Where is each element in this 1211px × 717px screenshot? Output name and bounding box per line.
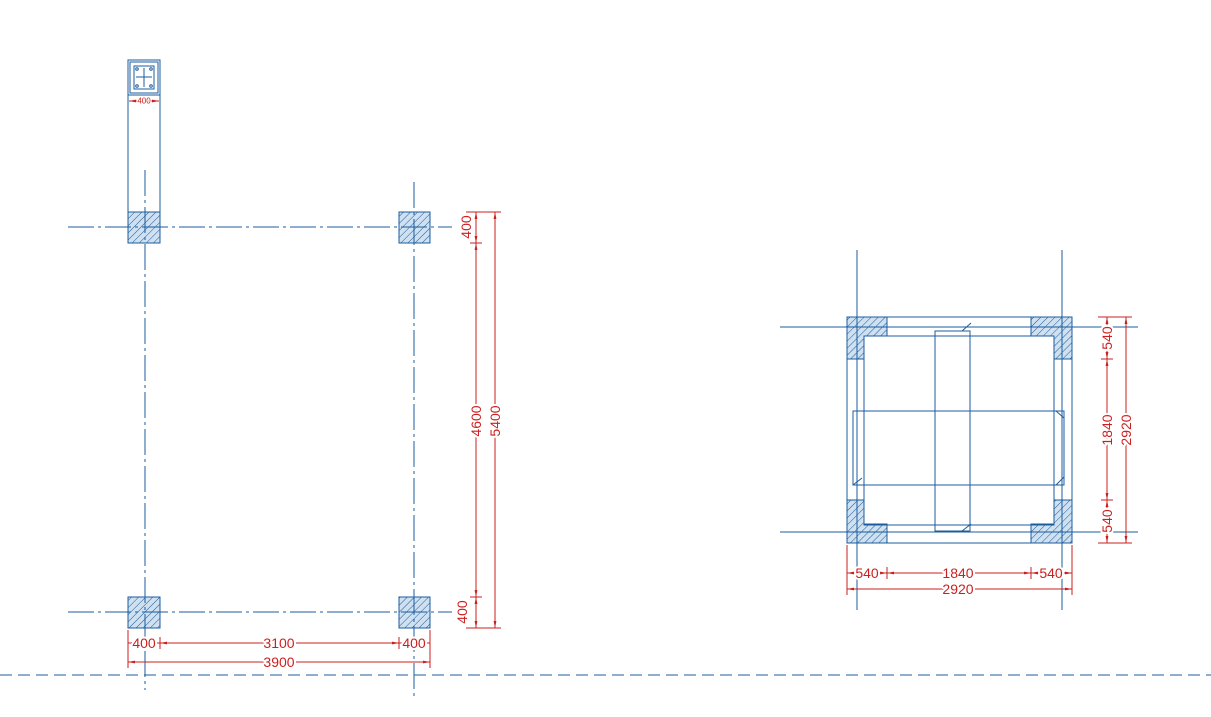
left-horizontal-dimensions: 400 3100 400 3900 xyxy=(127,630,431,672)
corner-hatch-bottom-right xyxy=(1030,499,1073,544)
dimension-text-bottom-column: 400 xyxy=(454,600,470,624)
corner-hatch-top-right xyxy=(1030,316,1073,360)
dimension-text-right-column: 400 xyxy=(402,635,426,651)
horizontal-strip xyxy=(852,410,1065,486)
dimension-text-middle: 1840 xyxy=(942,565,973,581)
dimension-text-right: 540 xyxy=(1039,565,1063,581)
left-plan: 400 400 4600 5400 400 xyxy=(68,59,505,700)
dimension-text-overall: 5400 xyxy=(487,405,503,436)
dimension-text-overall: 3900 xyxy=(263,654,294,670)
dimension-text-left: 540 xyxy=(855,565,879,581)
corner-hatch-bottom-left xyxy=(846,499,888,544)
strip-slant xyxy=(961,523,972,532)
strip-slant xyxy=(1055,476,1065,486)
column-detail: 400 xyxy=(127,59,161,213)
dimension-text-clear-span: 4600 xyxy=(468,405,484,436)
right-horizontal-dimensions: 540 1840 540 2920 xyxy=(846,545,1073,599)
column-section-box xyxy=(129,61,159,94)
dimension-text-bottom: 540 xyxy=(1099,509,1115,533)
right-vertical-dimensions: 540 1840 540 2920 xyxy=(1097,316,1136,544)
dimension-text-overall: 2920 xyxy=(1118,414,1134,445)
dimension-text-top-column: 400 xyxy=(458,215,474,239)
inner-wall-outline xyxy=(863,335,1055,526)
corner-hatch-top-left xyxy=(846,316,888,360)
rebar-bar xyxy=(149,67,153,71)
dimension-text-left-column: 400 xyxy=(132,635,156,651)
rebar-bar xyxy=(135,67,139,71)
outer-wall-outline xyxy=(846,316,1073,544)
rebar-bar xyxy=(149,84,153,88)
right-plan: 540 1840 540 2920 540 1840 540 2920 xyxy=(780,250,1138,610)
dimension-text-column-width: 400 xyxy=(137,97,151,106)
rebar-bar xyxy=(135,84,139,88)
dimension-text-overall: 2920 xyxy=(942,581,973,597)
dimension-text-clear-span: 3100 xyxy=(263,635,294,651)
rebar-stirrup xyxy=(133,65,155,90)
vertical-strip xyxy=(934,330,971,532)
dimension-text-middle: 1840 xyxy=(1099,414,1115,445)
dimension-text-top: 540 xyxy=(1099,326,1115,350)
strip-slant xyxy=(1055,410,1065,419)
left-vertical-dimensions: 400 4600 5400 400 xyxy=(452,211,505,629)
